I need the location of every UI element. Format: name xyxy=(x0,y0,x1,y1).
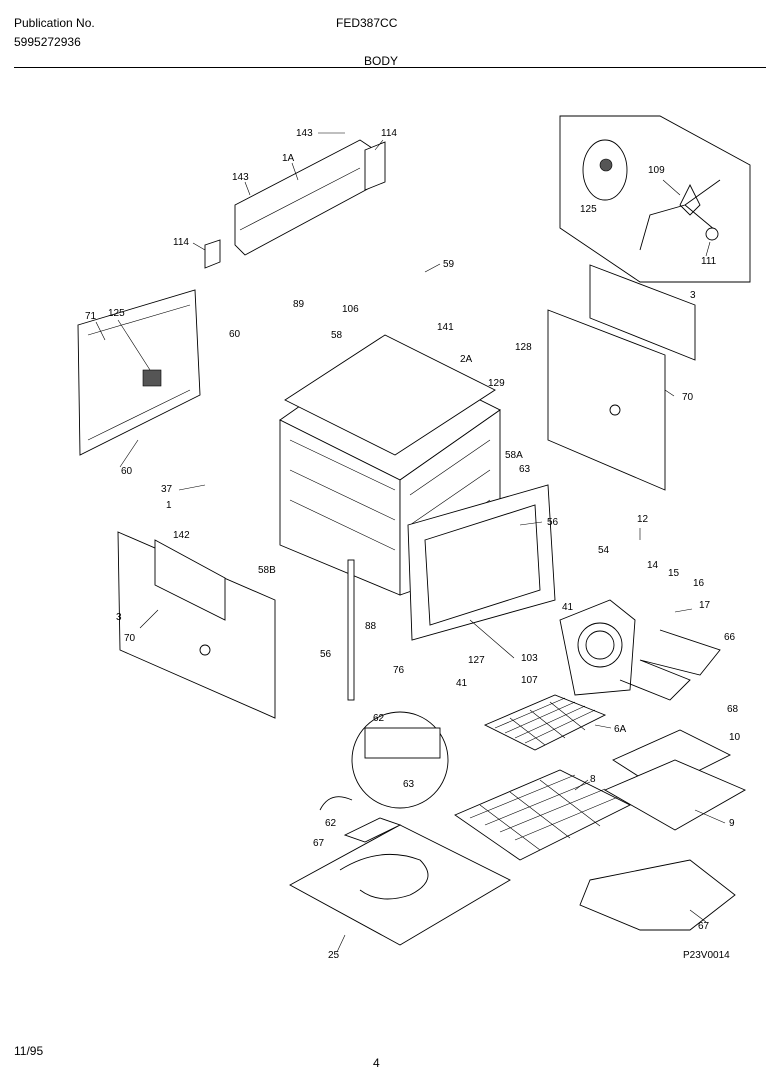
page-number: 4 xyxy=(373,1056,380,1070)
bake-element-67 xyxy=(579,859,736,931)
callout: 2A xyxy=(460,354,473,365)
broiler-pan xyxy=(603,729,747,831)
section-title: BODY xyxy=(364,54,399,68)
strip-56 xyxy=(347,559,355,701)
callout: 106 xyxy=(342,304,359,315)
callout: 60 xyxy=(121,466,133,477)
callout: 67 xyxy=(313,838,325,849)
callout: 12 xyxy=(637,514,649,525)
callout: 109 xyxy=(648,165,665,176)
callout: 17 xyxy=(699,600,711,611)
callout: 114 xyxy=(381,128,397,139)
side-panel-71 xyxy=(77,289,201,456)
callout: 76 xyxy=(393,665,405,676)
callout: 56 xyxy=(547,517,559,528)
model-number: FED387CC xyxy=(336,16,398,30)
callout: 6A xyxy=(614,724,627,735)
drawing-id: P23V0014 xyxy=(683,950,730,961)
callout: 60 xyxy=(229,329,241,340)
callout: 71 xyxy=(85,311,97,322)
callout: 63 xyxy=(403,779,415,790)
callout: 58 xyxy=(331,330,343,341)
callout: 1 xyxy=(166,500,172,511)
callout: 3 xyxy=(690,290,696,301)
front-frame xyxy=(407,484,556,641)
callout: 89 xyxy=(293,299,305,310)
callout: 127 xyxy=(468,655,485,666)
plate-62 xyxy=(343,817,402,843)
convection-fan-inset xyxy=(559,115,751,283)
callout: 1A xyxy=(282,153,295,164)
bottom-panel-25 xyxy=(289,824,511,946)
rack-6 xyxy=(454,769,632,861)
callout: 125 xyxy=(108,308,125,319)
callout: 66 xyxy=(724,632,736,643)
callout: 128 xyxy=(515,342,532,353)
detail-inset-62 xyxy=(319,711,449,811)
callout: 114 xyxy=(173,237,189,248)
callout: 62 xyxy=(325,818,337,829)
callout: 88 xyxy=(365,621,377,632)
callout: 25 xyxy=(328,950,340,961)
callout: 129 xyxy=(488,378,505,389)
callout: 59 xyxy=(443,259,455,270)
fan-housing-107 xyxy=(559,599,636,696)
callout: 68 xyxy=(727,704,739,715)
callout: 62 xyxy=(373,713,385,724)
back-panel-1a xyxy=(204,139,386,269)
side-panel-70-left xyxy=(117,531,276,719)
callout: 70 xyxy=(124,633,136,644)
callout: 70 xyxy=(682,392,694,403)
footer-date: 11/95 xyxy=(14,1044,44,1058)
callout: 3 xyxy=(116,612,122,623)
callout: 14 xyxy=(647,560,659,571)
broil-element-66 xyxy=(619,629,721,701)
publication-label: Publication No. xyxy=(14,16,95,30)
callout: 10 xyxy=(729,732,741,743)
callout: 9 xyxy=(729,818,735,829)
callout: 37 xyxy=(161,484,173,495)
leader-lines xyxy=(95,132,726,953)
callout: 103 xyxy=(521,653,538,664)
callout: 8 xyxy=(590,774,596,785)
callout: 141 xyxy=(437,322,454,333)
callout: 15 xyxy=(668,568,680,579)
callout: 58A xyxy=(505,450,523,461)
callout: 125 xyxy=(580,204,597,215)
callout: 63 xyxy=(519,464,531,475)
callout: 111 xyxy=(701,256,717,267)
rack-6a xyxy=(483,694,607,751)
top-panel-2a xyxy=(284,334,496,456)
callout: 67 xyxy=(698,921,710,932)
callout: 41 xyxy=(456,678,468,689)
callout: 107 xyxy=(521,675,538,686)
header-rule xyxy=(14,67,766,68)
callout: 142 xyxy=(173,530,190,541)
callout: 143 xyxy=(296,128,313,139)
callout: 58B xyxy=(258,565,276,576)
callout: 16 xyxy=(693,578,705,589)
publication-number: 5995272936 xyxy=(14,35,81,49)
callout: 56 xyxy=(320,649,332,660)
callout: 41 xyxy=(562,602,574,613)
side-panel-70-right xyxy=(547,264,696,491)
callout: 143 xyxy=(232,172,249,183)
callout: 54 xyxy=(598,545,610,556)
callout-labels: 143 114 1A 143 114 59 125 109 111 3 71 1… xyxy=(85,128,741,961)
